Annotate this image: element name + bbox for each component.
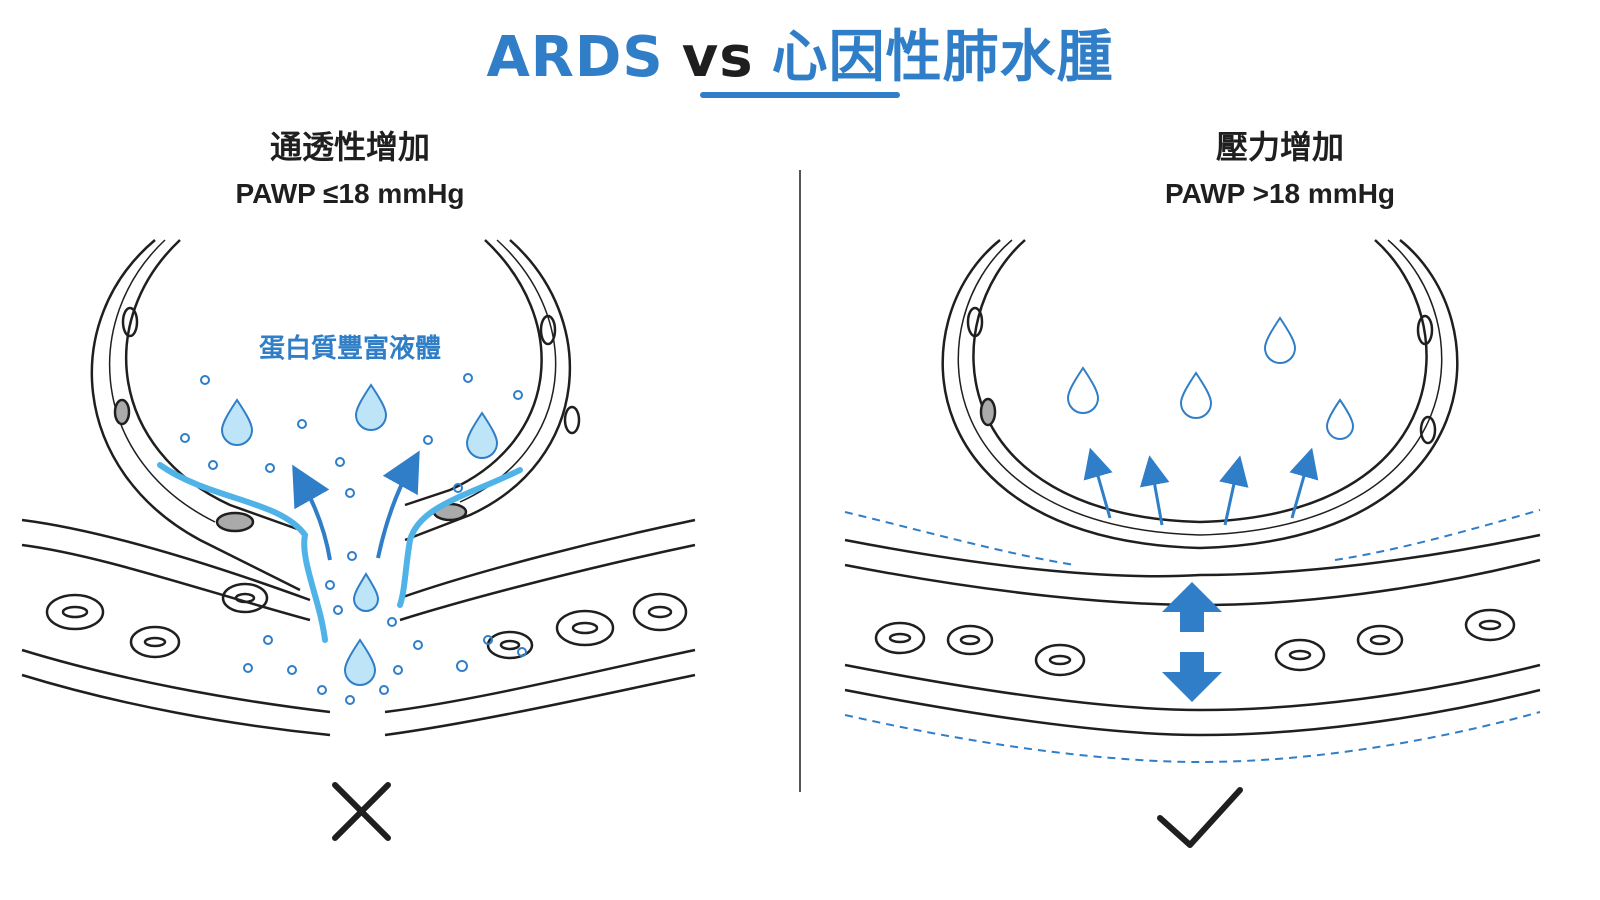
right-alveolus: [941, 239, 1459, 550]
right-pawp-label: PAWP >18 mmHg: [1164, 178, 1396, 209]
left-pawp-label: PAWP ≤18 mmHg: [235, 178, 465, 209]
right-droplets: [1066, 316, 1355, 440]
title-cardiogenic: 心因性肺水腫: [771, 25, 1114, 90]
title-vs: vs: [681, 25, 754, 90]
center-divider: [799, 170, 801, 792]
pressure-arrows-icon: [1162, 582, 1222, 702]
right-upward-arrows: [1083, 447, 1319, 526]
check-icon: [1157, 787, 1243, 848]
title-ards: ARDS: [486, 25, 664, 90]
right-capillary: [844, 533, 1541, 737]
right-pressure-halo: [844, 509, 1541, 764]
cross-icon: [332, 782, 391, 841]
left-capillary: [21, 518, 696, 737]
left-fluid-leak: [157, 462, 523, 643]
left-droplets: [220, 383, 499, 686]
left-panel-title: 通透性增加: [269, 128, 430, 166]
left-upward-arrows: [292, 450, 420, 561]
left-protein-dots: [180, 373, 527, 705]
right-panel-title: 壓力增加: [1215, 128, 1344, 166]
left-alveolus: [90, 239, 581, 592]
title-underline: [700, 92, 900, 98]
page-title: ARDS vs 心因性肺水腫: [0, 12, 1600, 93]
protein-fluid-label: 蛋白質豐富液體: [258, 334, 441, 364]
